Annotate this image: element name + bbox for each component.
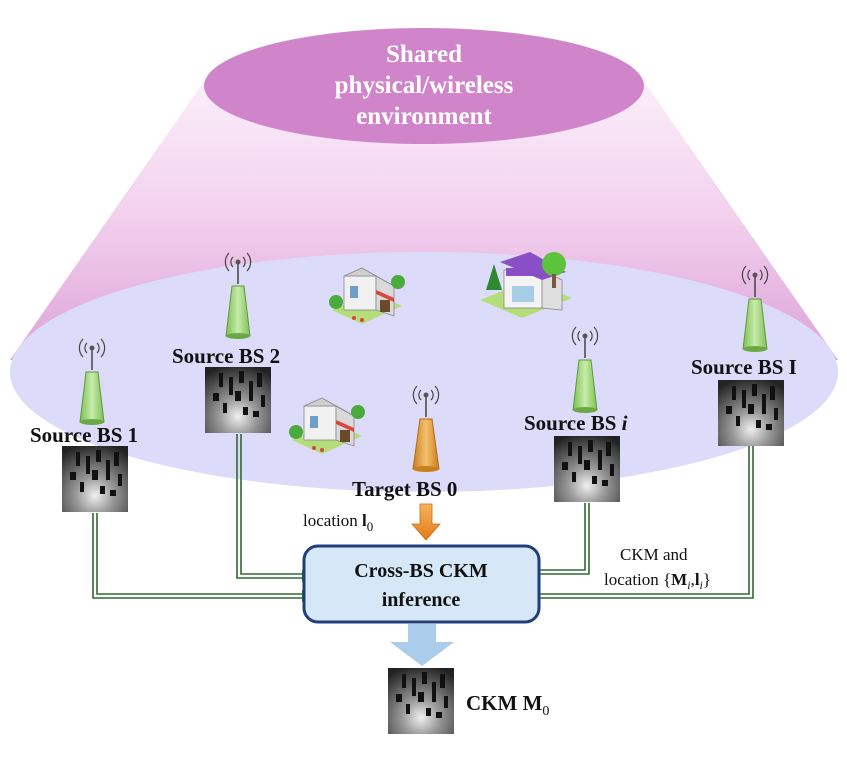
store-icon — [480, 252, 572, 318]
target-location-arrow — [411, 503, 441, 541]
environment-label-line3: environment — [356, 103, 492, 130]
output-arrow — [390, 624, 454, 666]
source-bs-i-label: Source BS i — [524, 411, 628, 435]
output-ckm-label: CKM M0 — [466, 691, 549, 719]
arrow-bs2-to-inference — [236, 434, 302, 579]
source-bs-1-ckm-map — [62, 446, 128, 512]
source-bs-2-label: Source BS 2 — [172, 344, 280, 368]
source-bs-1-label: Source BS 1 — [30, 423, 138, 447]
inference-label-line1: Cross-BS CKM — [354, 560, 488, 582]
environment-label-line2: physical/wireless — [335, 72, 514, 99]
target-location-label: location l0 — [303, 511, 373, 534]
cross-bs-ckm-inference-box — [302, 544, 541, 624]
arrow-bsI-to-inference — [540, 446, 754, 599]
source-bs-2-ckm-map — [205, 367, 271, 433]
environment-ellipse — [204, 28, 644, 144]
ckm-and-location-line2: location {Mi,li} — [604, 570, 711, 592]
environment-label-line1: Shared — [386, 41, 462, 68]
inference-label-line2: inference — [382, 589, 461, 611]
arrow-bs1-to-inference — [92, 513, 302, 599]
arrow-bsi-to-inference — [540, 503, 590, 575]
flow-arrows — [92, 434, 754, 599]
source-bs-i-prefix: Source BS — [524, 411, 616, 435]
target-bs-0-tower-icon — [412, 385, 440, 472]
ckm-and-location-line1: CKM and — [620, 545, 688, 564]
target-bs-0-label: Target BS 0 — [352, 477, 457, 501]
source-bs-I-label: Source BS I — [691, 355, 797, 379]
source-bs-I-ckm-map — [718, 380, 784, 446]
source-bs-i-symbol: i — [622, 411, 628, 435]
source-bs-i-ckm-map — [554, 436, 620, 502]
output-ckm-map — [388, 668, 454, 734]
